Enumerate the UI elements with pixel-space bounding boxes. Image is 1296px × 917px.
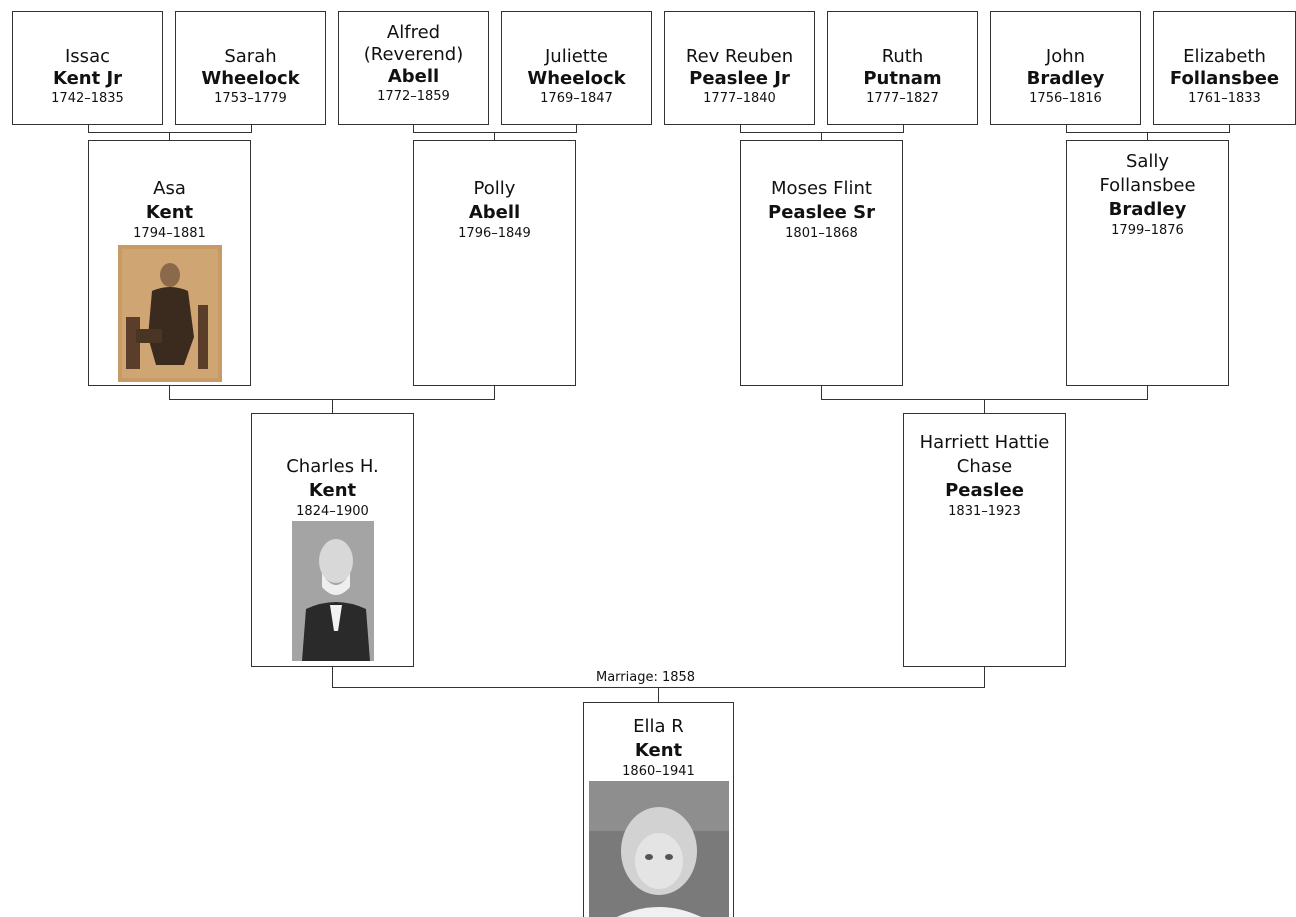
connector (494, 386, 495, 400)
given-name: Charles H. (286, 456, 379, 477)
connector (1147, 386, 1148, 400)
life-years: 1777–1827 (866, 91, 939, 106)
surname: Putnam (863, 68, 942, 89)
life-years: 1831–1923 (948, 504, 1021, 519)
surname: Kent (145, 202, 194, 223)
connector (251, 125, 252, 133)
connector (169, 132, 170, 140)
connector (88, 125, 89, 133)
person-card-issac-kent-jr[interactable]: Issac Kent Jr 1742–1835 (12, 11, 163, 125)
connector (413, 125, 414, 133)
given-name: Harriett Hattie (919, 432, 1050, 453)
surname: Peaslee Jr (689, 68, 790, 89)
person-card-ella-r-kent[interactable]: Ella R Kent 1860–1941 (583, 702, 734, 917)
connector (332, 399, 333, 413)
life-years: 1824–1900 (296, 504, 369, 519)
surname: Kent Jr (52, 68, 123, 89)
connector (984, 667, 985, 688)
life-years: 1794–1881 (133, 226, 206, 241)
life-years: 1756–1816 (1029, 91, 1102, 106)
life-years: 1796–1849 (458, 226, 531, 241)
connector (413, 132, 577, 133)
surname: Wheelock (527, 68, 626, 89)
person-card-sarah-wheelock[interactable]: Sarah Wheelock 1753–1779 (175, 11, 326, 125)
person-card-elizabeth-follansbee[interactable]: Elizabeth Follansbee 1761–1833 (1153, 11, 1296, 125)
given-name: Polly (473, 178, 516, 199)
person-card-moses-flint-peaslee-sr[interactable]: Moses Flint Peaslee Sr 1801–1868 (740, 140, 903, 386)
surname: Peaslee Sr (768, 202, 875, 223)
life-years: 1801–1868 (785, 226, 858, 241)
life-years: 1860–1941 (622, 764, 695, 779)
surname: Follansbee (1169, 68, 1280, 89)
surname: Peaslee (945, 480, 1024, 501)
given-name: Rev Reuben (685, 46, 794, 67)
connector (821, 386, 822, 400)
surname: Kent (308, 480, 357, 501)
given-name: Moses Flint (771, 178, 872, 199)
given-name: John (1045, 46, 1086, 67)
given-name-extra: Follansbee (1099, 175, 1196, 196)
connector (1229, 125, 1230, 133)
person-card-juliette-wheelock[interactable]: Juliette Wheelock 1769–1847 (501, 11, 652, 125)
surname: Wheelock (201, 68, 300, 89)
person-card-charles-h-kent[interactable]: Charles H. Kent 1824–1900 (251, 413, 414, 667)
life-years: 1772–1859 (377, 89, 450, 104)
connector (494, 132, 495, 140)
connector (658, 687, 659, 702)
surname: Bradley (1026, 68, 1105, 89)
connector (1066, 132, 1230, 133)
given-name: Issac (65, 46, 110, 67)
connector (740, 132, 904, 133)
given-name: Sarah (224, 46, 277, 67)
connector (332, 667, 333, 688)
life-years: 1753–1779 (214, 91, 287, 106)
connector (1147, 132, 1148, 140)
given-name: Ella R (633, 716, 684, 737)
person-card-john-bradley[interactable]: John Bradley 1756–1816 (990, 11, 1141, 125)
life-years: 1742–1835 (51, 91, 124, 106)
person-card-reuben-peaslee-jr[interactable]: Rev Reuben Peaslee Jr 1777–1840 (664, 11, 815, 125)
connector (821, 132, 822, 140)
portrait-photo (117, 245, 222, 382)
marriage-label: Marriage: 1858 (594, 670, 698, 685)
connector (169, 386, 170, 400)
connector (984, 399, 985, 413)
person-card-polly-abell[interactable]: Polly Abell 1796–1849 (413, 140, 576, 386)
person-card-asa-kent[interactable]: Asa Kent 1794–1881 (88, 140, 251, 386)
connector (88, 132, 252, 133)
surname: Kent (634, 740, 683, 761)
surname: Abell (387, 66, 440, 87)
given-name-extra: (Reverend) (363, 44, 464, 65)
life-years: 1799–1876 (1111, 223, 1184, 238)
connector (903, 125, 904, 133)
surname: Bradley (1108, 199, 1187, 220)
given-name: Asa (153, 178, 186, 199)
life-years: 1769–1847 (540, 91, 613, 106)
connector (1066, 125, 1067, 133)
life-years: 1777–1840 (703, 91, 776, 106)
surname: Abell (468, 202, 521, 223)
given-name: Ruth (881, 46, 924, 67)
person-card-sally-follansbee-bradley[interactable]: Sally Follansbee Bradley 1799–1876 (1066, 140, 1229, 386)
given-name-extra: Chase (956, 456, 1013, 477)
person-card-ruth-putnam[interactable]: Ruth Putnam 1777–1827 (827, 11, 978, 125)
connector (576, 125, 577, 133)
given-name: Elizabeth (1183, 46, 1266, 67)
given-name: Sally (1125, 151, 1170, 172)
portrait-photo (291, 521, 374, 661)
connector (740, 125, 741, 133)
given-name: Alfred (386, 22, 441, 43)
person-card-alfred-abell[interactable]: Alfred (Reverend) Abell 1772–1859 (338, 11, 489, 125)
life-years: 1761–1833 (1188, 91, 1261, 106)
person-card-harriett-hattie-chase-peaslee[interactable]: Harriett Hattie Chase Peaslee 1831–1923 (903, 413, 1066, 667)
given-name: Juliette (545, 46, 608, 67)
portrait-photo (588, 781, 729, 917)
